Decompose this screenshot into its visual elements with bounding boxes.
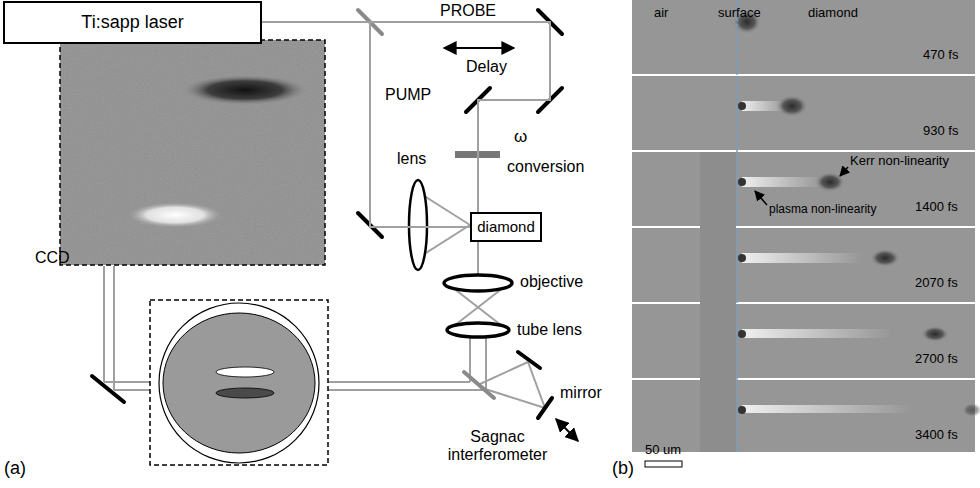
ccd-image-part	[60, 40, 325, 265]
beam-path-part	[328, 381, 470, 383]
delay-time: 2070 fs	[915, 276, 958, 291]
mirror-symbol-part	[538, 398, 552, 418]
mirror-symbol-part	[518, 352, 540, 368]
laser-box: Ti:sapp laser	[3, 1, 262, 44]
time-series-images-part	[738, 406, 746, 414]
detector-view-part	[216, 367, 274, 377]
component-label: objective	[520, 273, 583, 291]
delay-time: 930 fs	[923, 124, 958, 139]
time-series-images-part	[632, 0, 975, 74]
time-series-images-part	[738, 330, 746, 338]
beam-label: PUMP	[385, 86, 431, 104]
delay-time: 3400 fs	[915, 428, 958, 443]
time-series-images-part	[632, 152, 975, 226]
time-series-images-part	[962, 403, 980, 417]
time-series-images-part	[840, 167, 848, 176]
region-label: diamond	[808, 6, 858, 21]
delay-time: 1400 fs	[915, 200, 958, 215]
time-series-images-part	[776, 95, 808, 117]
component-label: lens	[397, 150, 426, 168]
beam-path-part	[528, 362, 545, 408]
time-series-images-part	[738, 178, 746, 186]
delay-time: 2700 fs	[915, 352, 958, 367]
beam-path	[262, 22, 470, 227]
sample-box: diamond	[470, 212, 542, 242]
beam-path-part	[104, 381, 150, 383]
time-series-images-part	[645, 461, 682, 467]
beam-splitter-part	[464, 372, 494, 398]
beam-path-part	[480, 362, 528, 384]
delay-arrow	[444, 47, 514, 49]
box-text: diamond	[477, 218, 535, 235]
component-label: conversion	[507, 158, 584, 176]
annotation: plasma non-linearity	[769, 203, 876, 217]
ccd-image-part	[60, 40, 325, 265]
time-series-images	[632, 0, 980, 467]
time-series-images-part	[738, 254, 746, 262]
time-series-images-part	[736, 0, 738, 452]
mirror-symbol-part	[92, 376, 124, 402]
beam-path-part	[113, 266, 115, 390]
time-series-images-part	[755, 191, 767, 205]
stage-label: Delay	[466, 58, 507, 76]
box-text: Ti:sapp laser	[81, 12, 183, 33]
detector-view-part	[163, 313, 315, 453]
objective-symbol	[444, 275, 512, 291]
scale-label: 50 um	[645, 443, 681, 458]
ccd-image-part	[60, 40, 325, 265]
lens-symbol	[409, 180, 427, 270]
panel-label: (b)	[612, 458, 634, 479]
delay-time: 470 fs	[923, 48, 958, 63]
time-series-images-part	[632, 228, 975, 302]
time-series-images-part	[700, 152, 736, 452]
time-series-images-part	[742, 405, 912, 413]
beam-path-part	[103, 266, 105, 382]
motion-arrow	[556, 419, 578, 441]
detector-view	[150, 300, 328, 465]
beam-path-part	[328, 389, 486, 391]
ccd-image	[60, 40, 325, 265]
time-series-images-part	[742, 177, 822, 187]
beam-path	[262, 22, 550, 212]
component-label: mirror	[560, 384, 602, 402]
component-label: CCD	[35, 249, 70, 267]
component-label: tube lens	[517, 321, 582, 339]
time-series-images-part	[742, 253, 862, 263]
ccd-image-part	[127, 202, 223, 228]
time-series-images-part	[632, 380, 975, 452]
tube-lens-symbol	[447, 323, 509, 337]
beam-path-part	[114, 389, 150, 391]
time-series-images-part	[870, 249, 900, 267]
panel-label: (a)	[4, 458, 26, 479]
ccd-image-part	[183, 75, 307, 105]
time-series-images-part	[632, 304, 975, 378]
time-series-images-part	[921, 326, 949, 342]
time-series-images-part	[738, 102, 746, 110]
time-series-images-part	[632, 76, 975, 150]
detector-view-part	[159, 303, 319, 463]
component-label: Sagnac interferometer	[440, 428, 555, 465]
detector-view-part	[216, 388, 274, 398]
region-label: air	[654, 6, 668, 21]
region-label: surface	[718, 6, 761, 21]
annotation: Kerr non-linearity	[850, 154, 949, 169]
time-series-images-part	[742, 329, 892, 338]
frequency-symbol: ω	[514, 127, 527, 147]
beam-label: PROBE	[440, 2, 496, 20]
detector-view-part	[150, 300, 328, 465]
